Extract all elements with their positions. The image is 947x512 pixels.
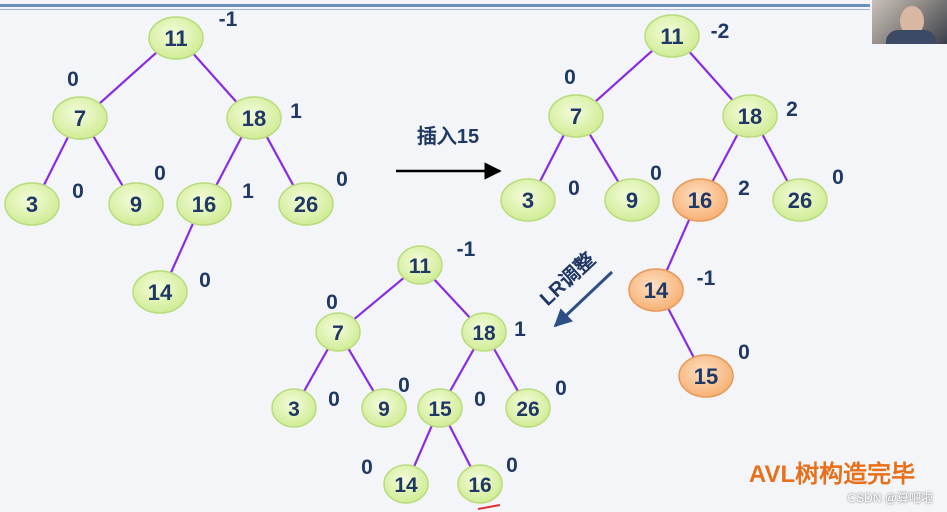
edge-after-adjust-15-14 — [414, 424, 433, 467]
presenter-webcam — [872, 0, 947, 44]
red-mark — [478, 505, 500, 509]
node-label-after-insert-26: 26 — [788, 188, 812, 213]
node-label-before-14: 14 — [148, 280, 173, 305]
edge-after-insert-11-7 — [594, 49, 655, 103]
node-label-after-insert-18: 18 — [738, 104, 762, 129]
edge-after-adjust-15-16 — [449, 424, 472, 468]
node-label-after-insert-3: 3 — [522, 188, 534, 213]
node-label-after-insert-11: 11 — [660, 24, 683, 49]
edge-after-insert-14-15 — [668, 307, 695, 359]
node-label-before-16: 16 — [192, 192, 216, 217]
node-label-before-11: 11 — [164, 26, 187, 51]
edge-after-adjust-18-15 — [449, 348, 474, 393]
balance-factor-before-16: 1 — [242, 180, 254, 203]
balance-factor-after-insert-7: 0 — [564, 66, 576, 89]
balance-factor-after-insert-18: 2 — [786, 98, 798, 121]
balance-factor-after-adjust-14: 0 — [361, 456, 373, 479]
balance-factor-before-7: 0 — [67, 68, 79, 91]
edge-after-insert-7-3 — [539, 133, 564, 182]
node-label-after-adjust-11: 11 — [409, 255, 432, 278]
balance-factor-before-11: -1 — [219, 8, 238, 31]
balance-factor-after-insert-9: 0 — [650, 162, 662, 185]
balance-factor-after-adjust-16: 0 — [506, 454, 518, 477]
edge-after-adjust-11-18 — [433, 278, 471, 319]
watermark: CSDN @算吧啦 — [847, 489, 933, 506]
insert-label: 插入15 — [417, 124, 479, 148]
balance-factor-after-insert-26: 0 — [832, 166, 844, 189]
balance-factor-after-adjust-3: 0 — [328, 388, 340, 411]
balance-factor-after-adjust-7: 0 — [326, 291, 338, 314]
balance-factor-before-3: 0 — [72, 180, 84, 203]
node-label-after-adjust-7: 7 — [332, 322, 344, 345]
node-label-after-insert-9: 9 — [626, 188, 638, 213]
balance-factor-before-18: 1 — [290, 100, 302, 123]
node-label-before-26: 26 — [294, 192, 318, 217]
balance-factor-after-adjust-9: 0 — [398, 374, 410, 397]
balance-factor-before-14: 0 — [199, 269, 211, 292]
node-label-after-adjust-16: 16 — [468, 474, 491, 497]
edge-after-insert-16-14 — [666, 218, 690, 272]
node-label-after-insert-7: 7 — [570, 104, 582, 129]
edge-after-adjust-7-3 — [303, 348, 328, 393]
footer-title: AVL树构造完毕 — [749, 460, 915, 488]
node-label-after-insert-14: 14 — [644, 278, 669, 303]
balance-factor-after-adjust-18: 1 — [514, 318, 526, 341]
presenter-shirt — [886, 30, 936, 44]
edge-after-insert-7-9 — [589, 133, 620, 184]
node-label-after-insert-15: 15 — [694, 364, 718, 389]
adjust-label: LR调整 — [535, 247, 600, 310]
edge-before-11-7 — [98, 51, 159, 105]
node-label-before-9: 9 — [130, 192, 142, 217]
balance-factor-after-adjust-11: -1 — [457, 238, 476, 261]
node-label-after-adjust-26: 26 — [516, 398, 539, 421]
balance-factor-after-insert-14: -1 — [697, 267, 716, 290]
node-label-before-7: 7 — [74, 106, 86, 131]
node-label-after-adjust-18: 18 — [472, 322, 496, 345]
edge-after-adjust-18-26 — [493, 348, 518, 393]
edge-before-7-9 — [93, 135, 124, 188]
node-label-before-3: 3 — [26, 192, 38, 217]
edge-after-adjust-7-9 — [348, 347, 375, 392]
node-label-after-adjust-3: 3 — [288, 398, 300, 421]
edge-after-insert-18-26 — [762, 133, 789, 183]
balance-factor-after-adjust-15: 0 — [474, 388, 486, 411]
edge-after-adjust-11-7 — [352, 276, 405, 320]
edge-after-insert-11-18 — [688, 50, 734, 101]
node-label-after-adjust-15: 15 — [428, 398, 452, 421]
balance-factor-after-adjust-26: 0 — [555, 377, 567, 400]
node-label-after-insert-16: 16 — [688, 188, 712, 213]
edge-before-18-26 — [266, 135, 294, 187]
edge-before-7-3 — [43, 135, 69, 186]
edge-before-16-14 — [170, 222, 193, 274]
balance-factor-after-insert-16: 2 — [738, 177, 750, 200]
node-label-before-18: 18 — [242, 106, 266, 131]
balance-factor-before-9: 0 — [154, 162, 166, 185]
balance-factor-after-insert-15: 0 — [738, 341, 750, 364]
balance-factor-before-26: 0 — [336, 168, 348, 191]
edge-before-11-18 — [192, 52, 238, 103]
balance-factor-after-insert-11: -2 — [711, 20, 730, 43]
balance-factor-after-insert-3: 0 — [568, 177, 580, 200]
edge-after-insert-18-16 — [712, 133, 739, 183]
edge-before-18-16 — [216, 135, 243, 187]
node-label-after-adjust-14: 14 — [394, 474, 418, 497]
node-label-after-adjust-9: 9 — [378, 398, 390, 421]
